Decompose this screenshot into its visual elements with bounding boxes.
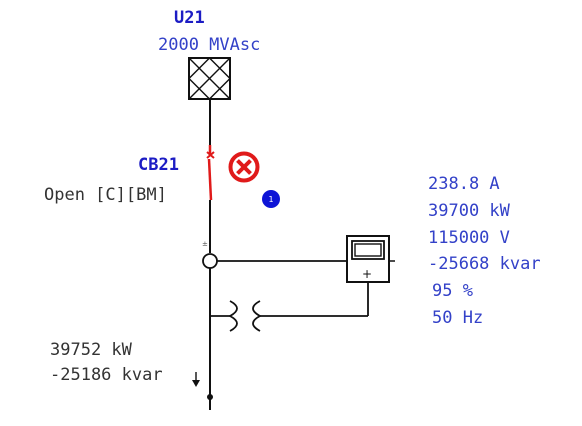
reading-current: 238.8 A [428,174,500,194]
reading-voltage: 115000 V [428,228,510,248]
flow-arrow-icon [192,372,200,387]
svg-text:±: ± [202,240,208,248]
source-id: U21 [174,8,205,28]
load-power: 39752 kW [50,340,132,360]
current-transformer-icon[interactable] [202,253,218,269]
node-dot [207,394,213,400]
utility-source-icon[interactable] [188,57,231,100]
reading-frequency: 50 Hz [432,308,484,328]
source-rating: 2000 MVAsc [158,35,261,55]
load-reactive: -25186 kvar [50,365,163,385]
voltage-transformer-icon[interactable] [228,300,262,332]
breaker-count-badge[interactable]: 1 [262,190,280,208]
breaker-id: CB21 [138,155,179,175]
circuit-breaker-icon[interactable] [206,145,215,201]
open-x-icon[interactable] [228,151,260,183]
power-meter-icon[interactable]: + [346,235,395,283]
reading-power-factor: 95 % [432,281,473,301]
breaker-status: Open [C][BM] [44,185,167,205]
reading-reactive-power: -25668 kvar [428,254,541,274]
reading-active-power: 39700 kW [428,201,510,221]
svg-text:+: + [362,267,372,281]
